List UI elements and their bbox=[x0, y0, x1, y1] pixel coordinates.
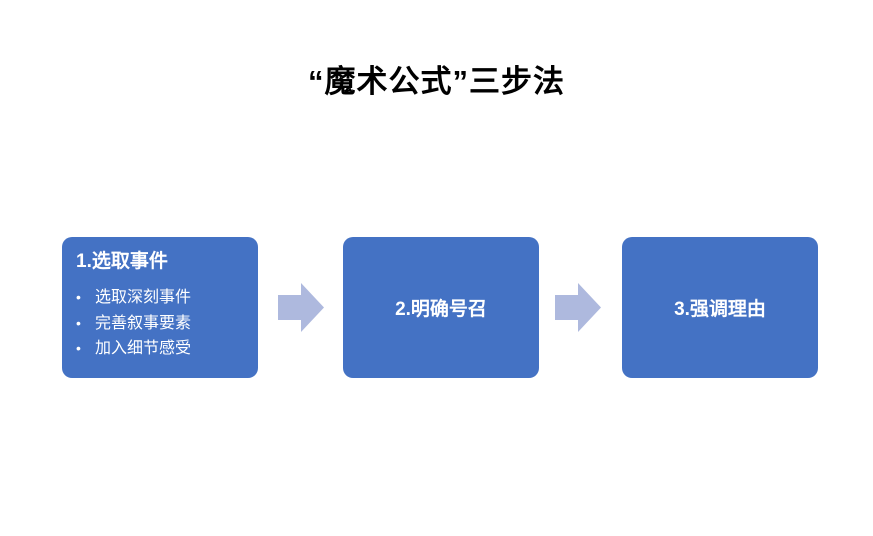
step-box-3-emphasize-reason: 3.强调理由 bbox=[622, 237, 818, 378]
bullet-text: 选取深刻事件 bbox=[95, 289, 192, 306]
step-1-heading: 1.选取事件 bbox=[76, 251, 168, 272]
step-3-heading: 3.强调理由 bbox=[674, 299, 766, 320]
bullet-text: 完善叙事要素 bbox=[95, 314, 192, 332]
arrow-right-icon bbox=[555, 283, 601, 332]
bullet-item: • 完善叙事要素 bbox=[76, 311, 248, 337]
step-2-heading: 2.明确号召 bbox=[395, 299, 487, 320]
bullet-text: 加入细节感受 bbox=[95, 340, 192, 357]
step-1-bullet-list: • 选取深刻事件 • 完善叙事要素 • 加入细节感受 bbox=[76, 285, 248, 362]
step-box-2-clear-call: 2.明确号召 bbox=[343, 237, 539, 378]
arrow-right-icon bbox=[278, 283, 324, 332]
bullet-item: • 选取深刻事件 bbox=[76, 285, 248, 311]
slide-title: “魔术公式”三步法 bbox=[308, 64, 565, 99]
bullet-item: • 加入细节感受 bbox=[76, 336, 248, 362]
bullet-dot-icon: • bbox=[76, 289, 81, 305]
step-box-1-select-event: 1.选取事件 • 选取深刻事件 • 完善叙事要素 • 加入细节感受 bbox=[62, 237, 258, 378]
bullet-dot-icon: • bbox=[76, 314, 81, 331]
bullet-dot-icon: • bbox=[76, 340, 81, 356]
